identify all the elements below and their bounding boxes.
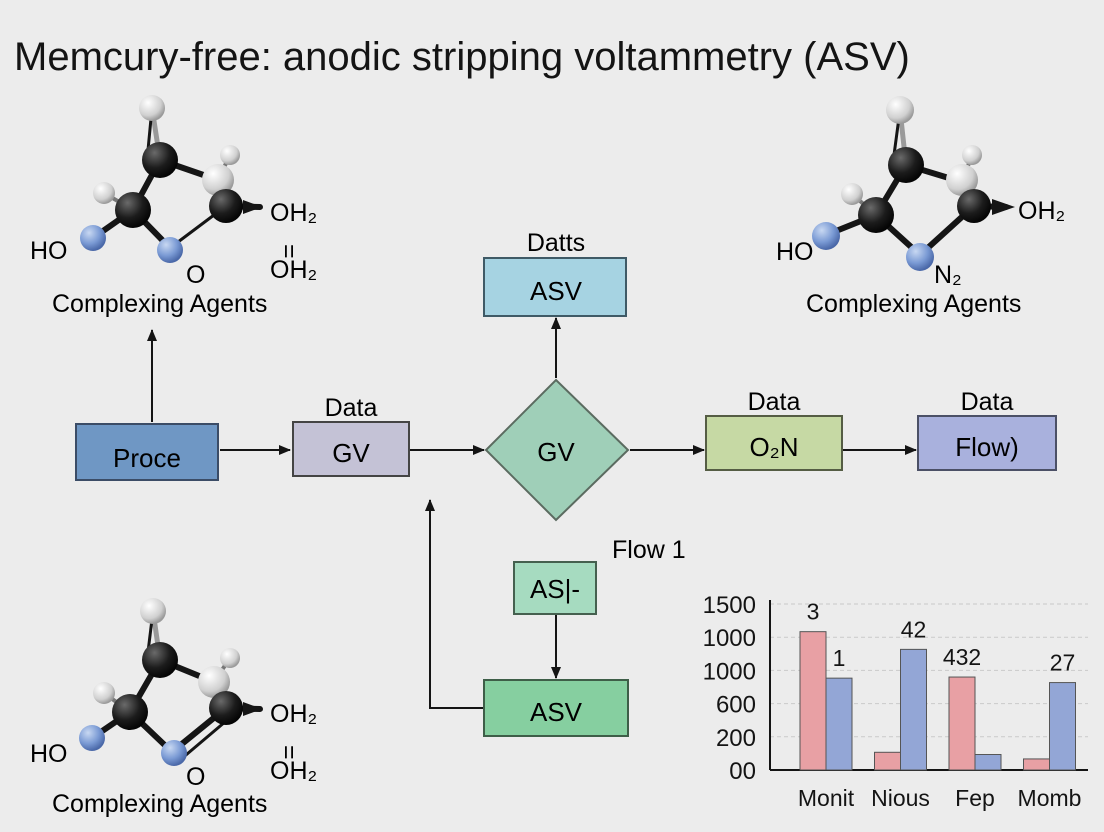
flow-node-asv-bottom: ASV [483, 679, 629, 737]
node-label: GV [332, 438, 370, 468]
chart-x-tick-label: Fep [955, 785, 995, 811]
chart-y-tick-label: 00 [729, 758, 756, 785]
chart-y-tick-label: 200 [716, 725, 756, 752]
chart-y-tick-label: 1000 [703, 658, 756, 685]
flow-node-as: AS|- [513, 561, 597, 615]
atom-label-oh2: OH₂ [1018, 197, 1065, 225]
chart-x-tick-label: Nious [871, 785, 930, 811]
chart-data-label: 27 [1050, 650, 1076, 676]
node-header: Data [748, 388, 801, 416]
chart-bar [799, 631, 827, 771]
chart-bar [825, 677, 853, 771]
chart-bar [1049, 682, 1076, 771]
chart-bar [900, 648, 927, 771]
flow-node-gv-box: Data GV [292, 394, 410, 477]
molecule-caption: Complexing Agents [806, 290, 1021, 318]
atom-label-double-bond: = [275, 244, 303, 259]
atom-label-o: O [186, 763, 205, 791]
chart-bar [874, 751, 901, 771]
flow-1-label: Flow 1 [612, 536, 686, 564]
atom-label-n2: N₂ [934, 261, 962, 289]
chart-x-tick-label: Monit [798, 785, 855, 811]
atom-label-ho: HO [30, 740, 68, 768]
chart-bar [948, 676, 976, 771]
molecule-caption: Complexing Agents [52, 290, 267, 318]
node-label: AS|- [530, 574, 580, 604]
chart-data-label: 42 [901, 616, 927, 642]
node-header: Datts [527, 229, 585, 257]
chart-y-tick-label: 1000 [703, 625, 756, 652]
chart-bar [974, 754, 1002, 771]
flow-node-flow: Data Flow) [917, 388, 1057, 471]
node-label: Flow) [955, 432, 1019, 462]
node-label: Proce [113, 443, 181, 473]
atom-label-o: O [186, 261, 205, 289]
chart-y-tick-label: 1500 [703, 592, 756, 619]
molecule-bottom-left: HO O OH₂ = OH₂ Complexing Agents [30, 598, 317, 818]
atom-label-ho: HO [776, 238, 814, 266]
flow-node-asv-top: Datts ASV [483, 229, 627, 317]
chart-data-label: 1 [833, 645, 846, 671]
atom-label-ho: HO [30, 237, 68, 265]
node-label: O₂N [749, 432, 798, 462]
arrow-asv-loop-back [425, 499, 484, 709]
molecule-top-right: HO N₂ OH₂ Complexing Agents [776, 96, 1065, 318]
node-header: Data [325, 394, 378, 422]
node-label: ASV [530, 276, 583, 306]
node-header: Data [961, 388, 1014, 416]
flow-node-o2n: Data O₂N [705, 388, 843, 471]
chart-x-tick-label: Momb [1018, 785, 1082, 811]
chart-data-label: 432 [943, 644, 981, 670]
flow-node-diamond: GV [484, 378, 630, 522]
molecule-top-left: HO O OH₂ = OH₂ Complexing Agents [30, 95, 317, 318]
flow-connectors [147, 317, 917, 709]
atom-label-oh2-bottom: OH₂ [270, 757, 317, 785]
molecule-caption: Complexing Agents [52, 790, 267, 818]
atom-label-oh2-top: OH₂ [270, 199, 317, 227]
chart-bar [1023, 758, 1050, 771]
flow-node-proce: Proce [75, 423, 219, 481]
node-label: ASV [530, 697, 583, 727]
atom-label-oh2-top: OH₂ [270, 700, 317, 728]
atom-label-double-bond: = [275, 745, 303, 760]
atom-label-oh2-bottom: OH₂ [270, 256, 317, 284]
chart-y-tick-label: 600 [716, 692, 756, 719]
node-label: GV [537, 437, 575, 467]
page-title: Memcury-free: anodic stripping voltammet… [14, 35, 910, 79]
chart-data-label: 3 [807, 599, 820, 625]
